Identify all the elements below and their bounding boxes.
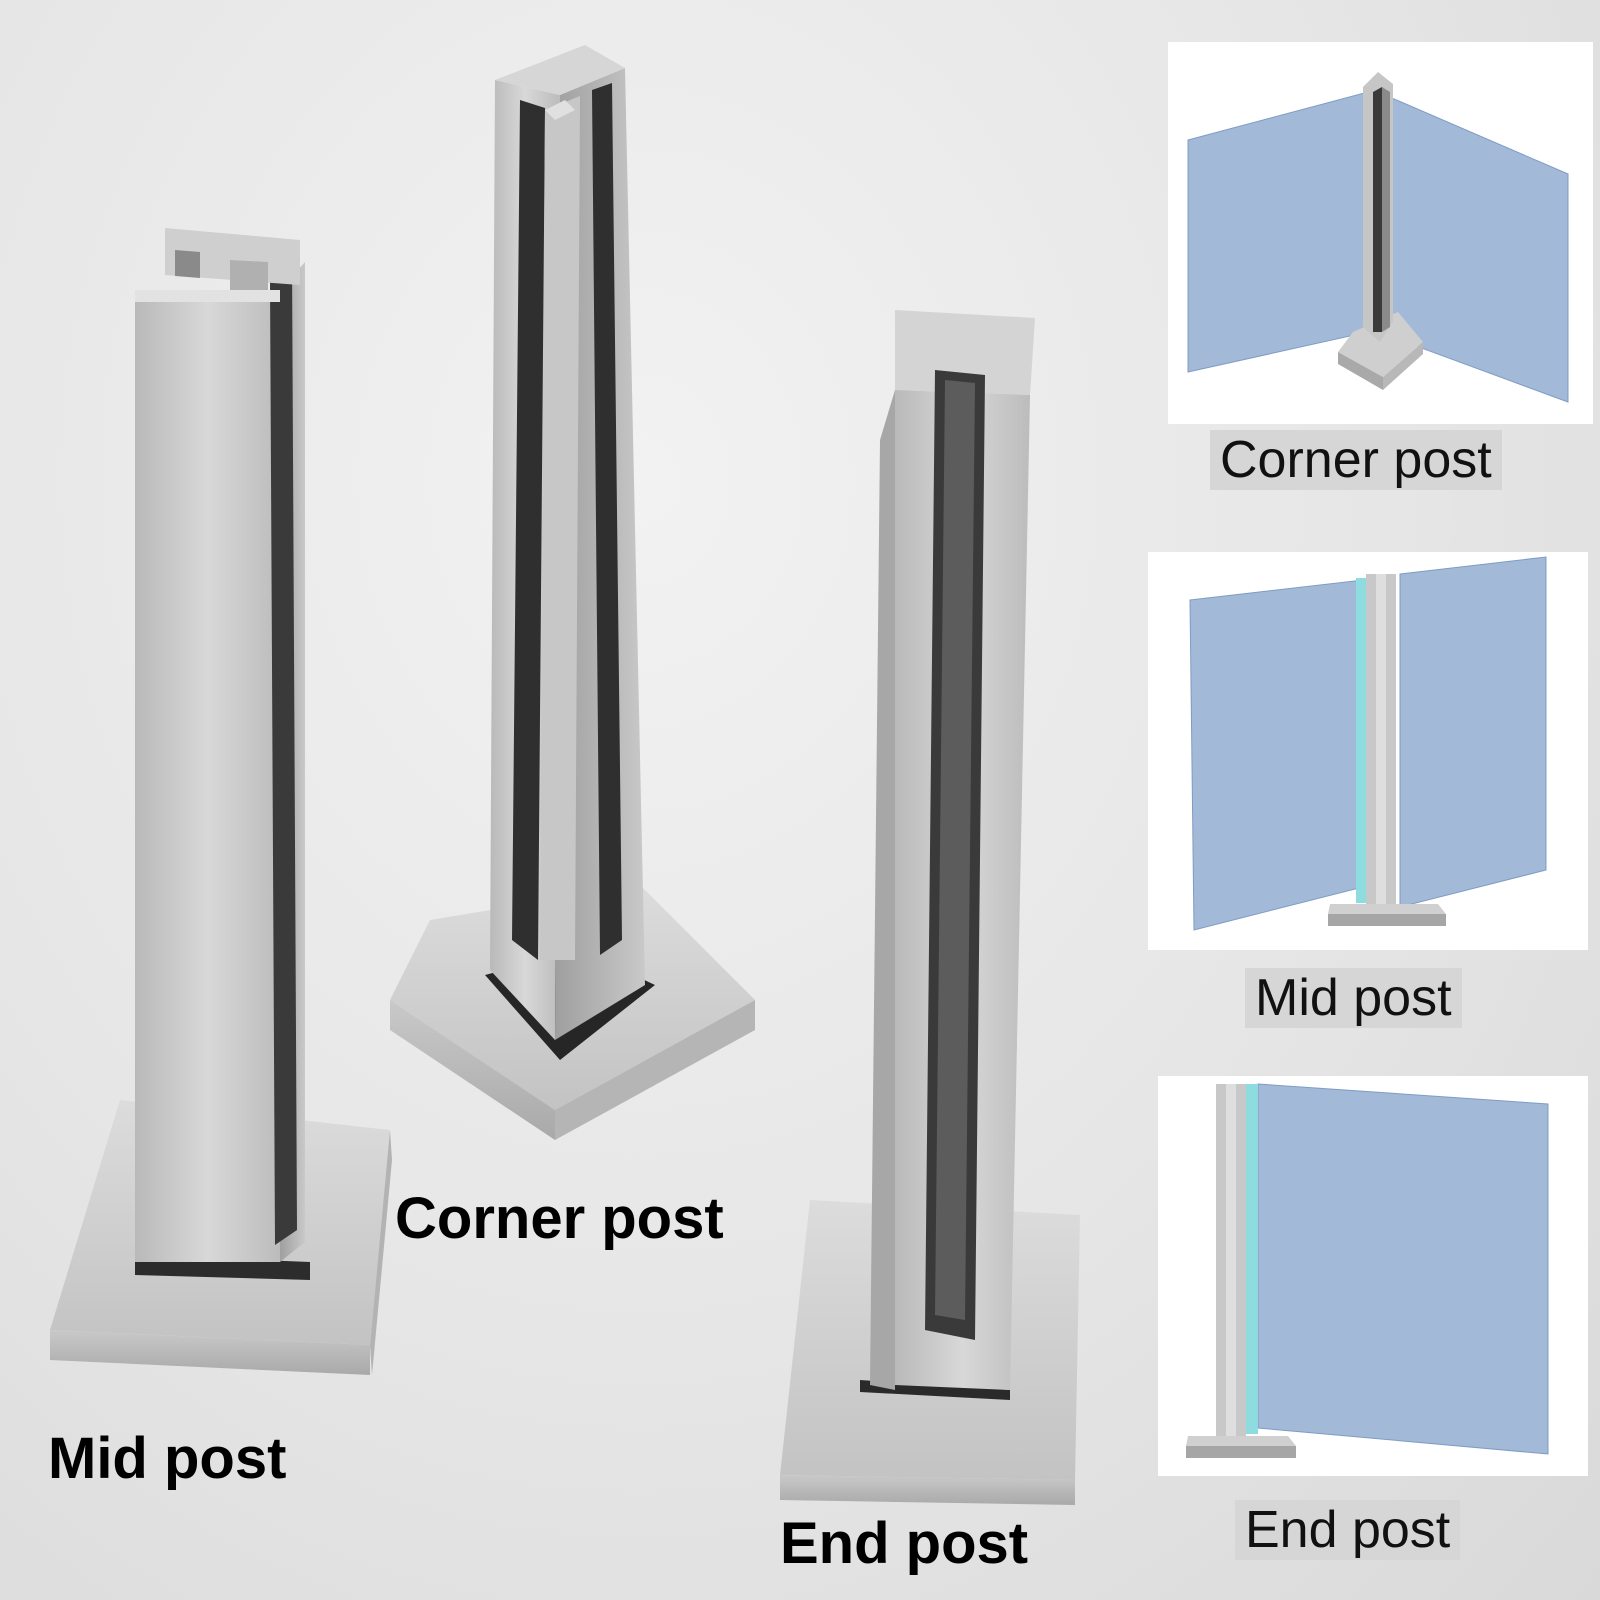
end-post-diagram <box>1186 1083 1549 1458</box>
end-post-panel <box>1158 1076 1588 1476</box>
corner-post-label: Corner post <box>395 1186 724 1251</box>
end-post-illustration <box>780 310 1080 1505</box>
mid-post-caption: Mid post <box>1245 968 1462 1028</box>
corner-post-illustration <box>390 45 755 1140</box>
mid-post-label: Mid post <box>48 1426 287 1491</box>
end-post-caption: End post <box>1235 1500 1461 1560</box>
mid-post-diagram <box>1189 556 1547 931</box>
corner-post-panel <box>1168 42 1593 424</box>
product-photo <box>50 45 1080 1505</box>
end-post-label: End post <box>780 1511 1029 1576</box>
mid-post-illustration <box>50 228 392 1375</box>
mid-post-panel <box>1148 552 1588 950</box>
corner-post-caption: Corner post <box>1210 430 1502 490</box>
corner-post-diagram <box>1187 72 1569 403</box>
